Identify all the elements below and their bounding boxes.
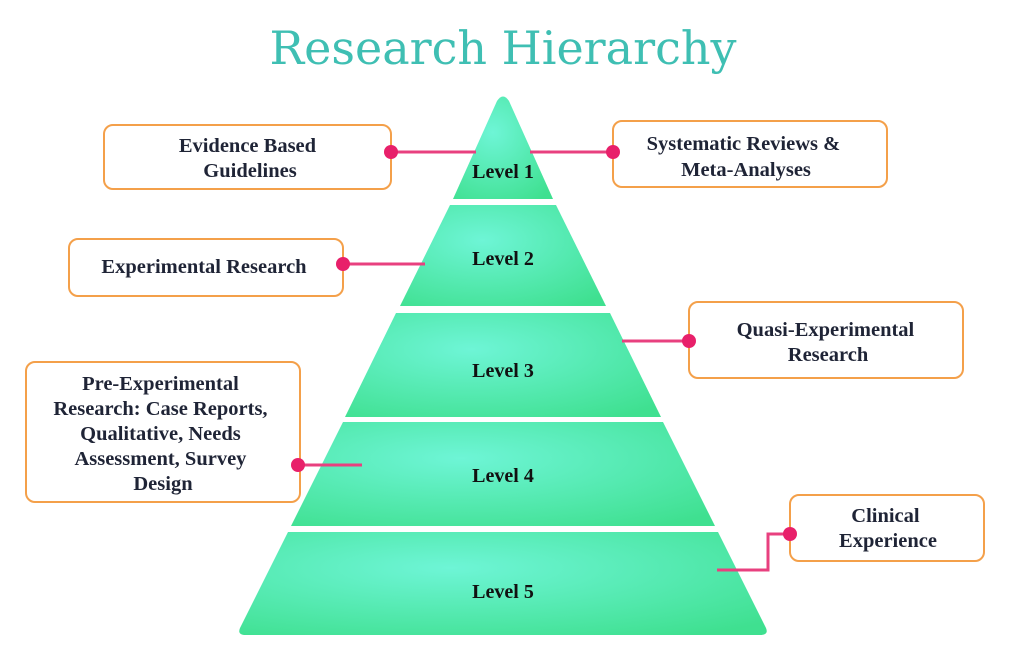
connector-dot <box>783 527 797 541</box>
label-line: Design <box>133 473 193 495</box>
label-line: Systematic Reviews & <box>647 133 841 155</box>
label-line: Qualitative, Needs <box>80 423 241 445</box>
level-2-label: Level 2 <box>472 248 534 270</box>
tier-1 <box>453 96 553 199</box>
label-line: Experimental Research <box>101 256 307 278</box>
tier-2 <box>400 205 606 306</box>
label-line: Experience <box>839 530 937 552</box>
level-4-label: Level 4 <box>472 465 534 487</box>
box-systematic-reviews: Systematic Reviews & Meta-Analyses <box>612 120 888 188</box>
connector-dot <box>336 257 350 271</box>
tier-3 <box>345 313 661 417</box>
svg-text:Clinical Experience: Clinical Experience <box>839 505 937 552</box>
label-line: Research <box>788 344 869 366</box>
svg-text:Systematic Reviews & Met: Systematic Reviews & Meta-Analyses <box>647 133 846 181</box>
connector-dot <box>682 334 696 348</box>
box-clinical-experience: Clinical Experience <box>789 494 985 562</box>
pyramid <box>239 96 767 635</box>
svg-text:Quasi-Experimental Resea: Quasi-Experimental Research <box>737 319 920 366</box>
tier-4 <box>291 422 715 526</box>
label-line: Research: Case Reports, <box>53 398 267 420</box>
svg-text:Evidence Based Guideline: Evidence Based Guidelines <box>179 135 321 182</box>
tier-5 <box>239 532 767 635</box>
label-line: Pre-Experimental <box>82 373 239 395</box>
box-quasi-experimental: Quasi-Experimental Research <box>688 301 964 379</box>
box-experimental-research: Experimental Research <box>68 238 344 297</box>
connector-dot <box>291 458 305 472</box>
svg-text:Experimental Research: Experimental Research <box>101 256 307 278</box>
label-line: Assessment, Survey <box>74 448 247 470</box>
connector-dot <box>384 145 398 159</box>
label-line: Meta-Analyses <box>681 159 811 181</box>
svg-text:Pre-Experimental Researc: Pre-Experimental Research: Case Reports,… <box>53 373 272 495</box>
label-line: Evidence Based <box>179 135 317 157</box>
label-line: Quasi-Experimental <box>737 319 915 341</box>
level-1-label: Level 1 <box>472 161 534 183</box>
connector-dot <box>606 145 620 159</box>
box-pre-experimental: Pre-Experimental Research: Case Reports,… <box>25 361 301 503</box>
box-evidence-based-guidelines: Evidence Based Guidelines <box>103 124 392 190</box>
diagram-title: Research Hierarchy <box>270 21 737 75</box>
level-3-label: Level 3 <box>472 360 534 382</box>
label-line: Clinical <box>851 505 920 527</box>
label-line: Guidelines <box>203 160 296 182</box>
level-5-label: Level 5 <box>472 581 534 603</box>
